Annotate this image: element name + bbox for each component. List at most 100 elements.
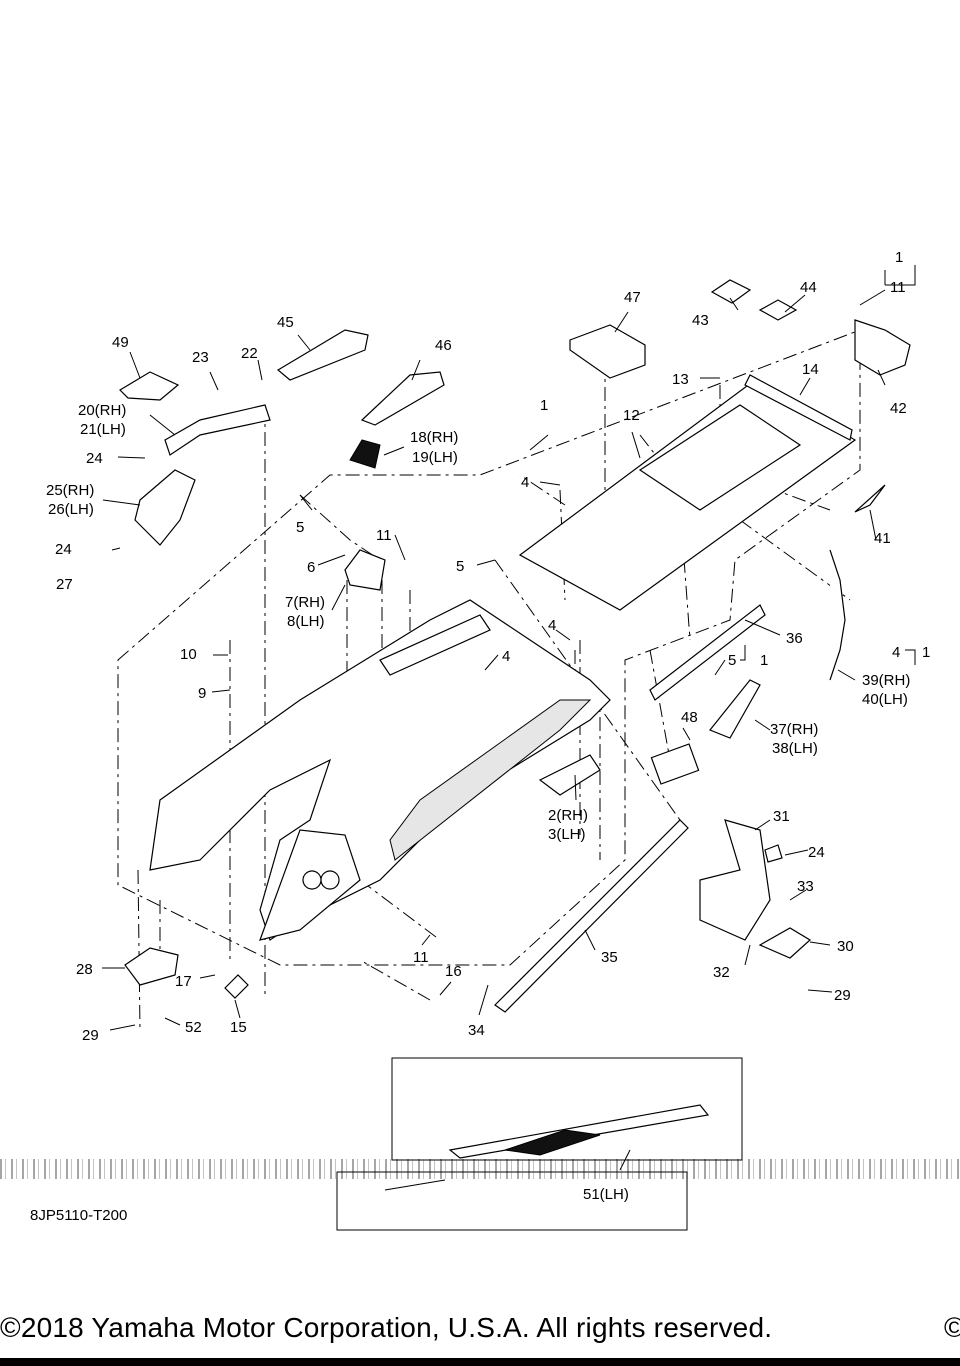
label-11a: 11: [890, 279, 906, 296]
leader-dash-b: [299, 494, 671, 1001]
label-31: 31: [773, 808, 790, 825]
label-25: 25(RH): [46, 482, 94, 499]
label-24c: 24: [808, 844, 825, 861]
label-6: 6: [307, 559, 315, 576]
label-43: 43: [692, 312, 709, 329]
cover-49: [119, 371, 180, 401]
label-21: 21(LH): [80, 421, 126, 438]
label-1c: 1: [922, 644, 930, 661]
label-5c: 5: [728, 652, 736, 669]
label-42: 42: [890, 400, 907, 417]
label-51: 51(LH): [583, 1186, 629, 1203]
label-41: 41: [874, 530, 891, 547]
trim-36: [649, 604, 766, 701]
bracket-7: [344, 549, 386, 591]
label-27: 27: [56, 576, 73, 593]
label-28: 28: [76, 961, 93, 978]
copyright-notice: ©2018 Yamaha Motor Corporation, U.S.A. A…: [0, 1312, 960, 1344]
foam-48: [650, 743, 700, 785]
label-24a: 24: [86, 450, 103, 467]
label-32: 32: [713, 964, 730, 981]
label-11c: 11: [413, 949, 429, 966]
label-30: 30: [837, 938, 854, 955]
label-36: 36: [786, 630, 803, 647]
frame-hole-b: [320, 870, 340, 890]
decal-44: [758, 299, 798, 321]
label-34: 34: [468, 1022, 485, 1039]
label-22: 22: [241, 345, 258, 362]
label-20: 20(RH): [78, 402, 126, 419]
part-labels: 1 11 44 47 43 42 45 49 23 22 46 13 14 20…: [46, 249, 930, 1203]
label-8: 8(LH): [287, 613, 325, 630]
bracket-25: [134, 469, 196, 546]
footrest-31: [699, 819, 771, 941]
label-45: 45: [277, 314, 294, 331]
label-14: 14: [802, 361, 819, 378]
label-11b: 11: [376, 527, 392, 544]
label-19: 19(LH): [412, 449, 458, 466]
label-35: 35: [601, 949, 618, 966]
label-44: 44: [800, 279, 817, 296]
label-2: 2(RH): [548, 807, 588, 824]
frame-chassis: [149, 599, 611, 941]
label-52: 52: [185, 1019, 202, 1036]
label-4b: 4: [548, 617, 556, 634]
bracket-42: [854, 319, 911, 376]
label-38: 38(LH): [772, 740, 818, 757]
decal-43: [710, 279, 752, 304]
frame-lattice: [389, 699, 592, 861]
label-3: 3(LH): [548, 826, 586, 843]
label-5a: 5: [296, 519, 304, 536]
label-47: 47: [624, 289, 641, 306]
assembly-outline: [117, 329, 861, 966]
label-1d: 1: [760, 652, 768, 669]
label-5b: 5: [456, 558, 464, 575]
label-16: 16: [445, 963, 462, 980]
part-18: [349, 439, 381, 469]
label-4d: 4: [892, 644, 900, 661]
flap-41: [854, 484, 886, 513]
leader-lines: [102, 265, 916, 1191]
bar-35: [494, 819, 689, 1013]
clip-24c: [764, 844, 783, 863]
label-4a: 4: [521, 474, 529, 491]
decal-47: [569, 324, 646, 379]
gusset-2: [538, 754, 601, 796]
label-29a: 29: [834, 987, 851, 1004]
label-1b: 1: [540, 397, 548, 414]
tube-20: [164, 404, 271, 456]
label-12: 12: [623, 407, 640, 424]
label-33: 33: [797, 878, 814, 895]
label-29b: 29: [82, 1027, 99, 1044]
frame-rail: [379, 614, 491, 676]
label-39: 39(RH): [862, 672, 910, 689]
label-40: 40(LH): [862, 691, 908, 708]
frame-hole-a: [302, 870, 322, 890]
label-26: 26(LH): [48, 501, 94, 518]
part-37: [709, 679, 761, 739]
label-15: 15: [230, 1019, 247, 1036]
rear-rail: [744, 374, 853, 441]
label-48: 48: [681, 709, 698, 726]
inset-box-outer: [391, 1057, 743, 1161]
label-37: 37(RH): [770, 721, 818, 738]
label-24b: 24: [55, 541, 72, 558]
label-17: 17: [175, 973, 192, 990]
label-1a: 1: [895, 249, 903, 266]
plate-15: [224, 974, 249, 999]
label-18: 18(RH): [410, 429, 458, 446]
decal-46: [360, 371, 445, 426]
label-9: 9: [198, 685, 206, 702]
cable-39: [829, 549, 846, 681]
label-49: 49: [112, 334, 129, 351]
copyright-tail: ©: [944, 1312, 960, 1343]
tunnel-top-plate: [638, 404, 802, 511]
copyright-text: ©2018 Yamaha Motor Corporation, U.S.A. A…: [0, 1312, 773, 1343]
inset-box-inner: [336, 1171, 688, 1231]
scan-noise-band: [0, 1159, 960, 1179]
label-7: 7(RH): [285, 594, 325, 611]
step-30: [758, 927, 812, 959]
label-10: 10: [180, 646, 197, 663]
document-code: 8JP5110-T200: [30, 1207, 128, 1224]
